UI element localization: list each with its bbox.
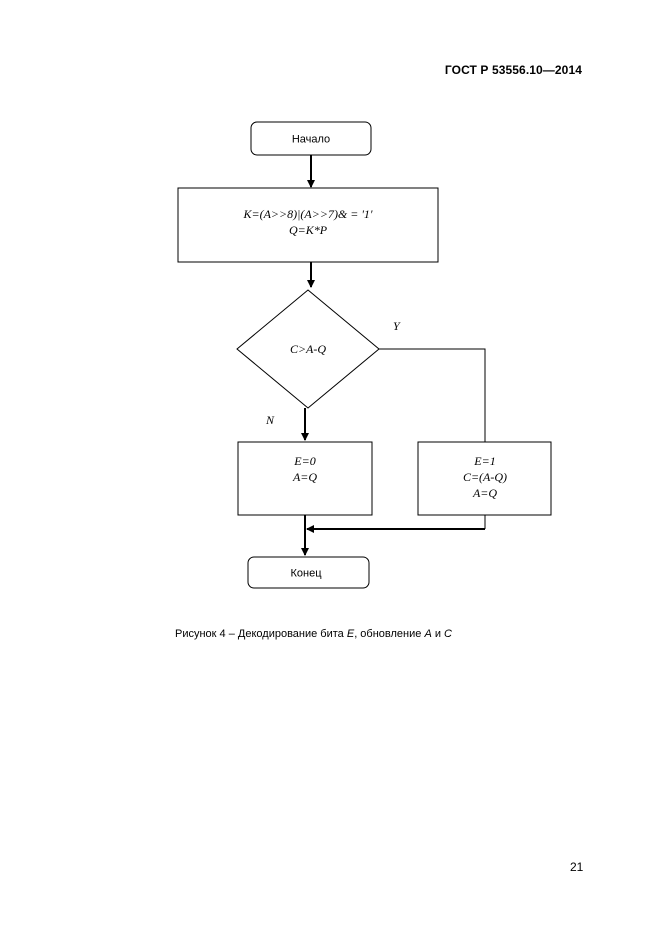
caption-var-c: C xyxy=(444,628,452,640)
process-no-branch xyxy=(237,441,373,516)
process-line-k: K=(A>>8)|(A>>7)& = '1' xyxy=(243,207,373,221)
figure-caption: Рисунок 4 – Декодирование бита E, обновл… xyxy=(175,628,452,640)
caption-middle: , обновление xyxy=(354,628,425,640)
process-compute-kq xyxy=(177,187,439,263)
caption-conj: и xyxy=(431,628,445,640)
process-line-q: Q=K*P xyxy=(289,223,328,237)
no-label: N xyxy=(265,413,275,427)
decision-diamond xyxy=(236,289,380,409)
yes-label: Y xyxy=(393,319,401,333)
process-yes-branch xyxy=(417,441,552,516)
yes-branch-line3: A=Q xyxy=(472,486,497,500)
document-header: ГОСТ Р 53556.10—2014 xyxy=(444,63,582,77)
yes-branch-line1: E=1 xyxy=(473,454,495,468)
start-label: Начало xyxy=(292,134,330,146)
connector-yes-branch xyxy=(379,348,486,442)
decision-label: C>A-Q xyxy=(290,342,326,356)
no-branch-line1: E=0 xyxy=(293,454,315,468)
yes-branch-line2: C=(A-Q) xyxy=(463,470,507,484)
end-label: Конец xyxy=(290,568,322,580)
no-branch-line2: A=Q xyxy=(292,470,317,484)
caption-var-a: A xyxy=(424,628,432,640)
end-terminal xyxy=(247,556,370,589)
page-number: 21 xyxy=(570,860,584,874)
caption-prefix: Рисунок 4 – Декодирование бита xyxy=(175,628,347,640)
caption-var-e: E xyxy=(346,628,355,640)
